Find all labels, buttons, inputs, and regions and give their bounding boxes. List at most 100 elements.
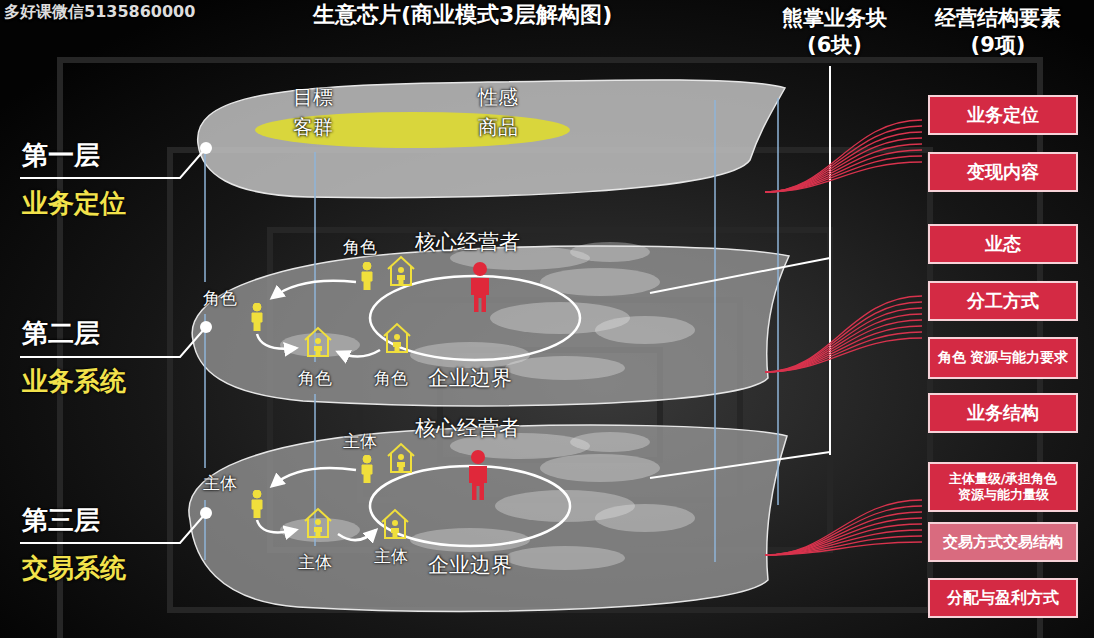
person-figure [362,455,372,483]
fan-line [765,302,922,372]
leader-line [20,327,206,357]
ellipse-text: 性感商品 [478,82,519,142]
guide-line [204,154,206,282]
layer-blob-fill [189,425,787,611]
inner-blob [280,333,360,357]
boundary-label: 企业边界 [428,553,512,578]
inner-blob [505,546,625,570]
flow-arrow [272,281,356,298]
fan-line [765,144,922,192]
party-label: 主体 [374,546,408,566]
fan-line [765,308,922,372]
layer-number: 第三层 [22,505,100,536]
box-label: 交易方式交易结构 [943,533,1063,552]
box-label: 业态 [985,233,1021,256]
fan-line [765,530,922,555]
fan-line [765,512,922,555]
enterprise-boundary [370,466,570,546]
flow-arrow [338,350,380,357]
fan-line [765,524,922,555]
column-header: 经营结构要素 (9项) [923,5,1073,60]
core-operator-label: 核心经营者 [415,230,520,255]
fan-line [765,500,922,555]
house-figure [384,324,410,352]
layer-blob: 第一层业务定位目標客群性感商品 [188,72,788,202]
role-label: 角色 [374,368,408,388]
leader-dot [200,321,212,333]
inner-blob [495,490,635,522]
leader-line [20,148,206,178]
inner-blob [570,432,650,452]
party-label: 主体 [203,473,237,493]
flow-arrow [257,334,296,349]
flow-arrow [272,468,356,486]
fan-line [765,326,922,372]
layer-dots [200,142,212,519]
boundary-label: 企业边界 [428,366,512,391]
house-figure [382,510,408,538]
element-box: 分工方式 [928,281,1078,321]
boundary-ellipses [370,276,580,546]
element-box: 角色 资源与能力要求 [928,337,1078,379]
box-label: 分配与盈利方式 [947,588,1059,608]
inner-blob [505,356,625,380]
vertical-guides [205,98,778,562]
element-box: 变现内容 [928,152,1078,192]
guide-line [314,152,316,362]
person-figure [252,303,262,331]
fan-line [765,320,922,372]
fan-line [765,126,922,192]
element-box: 分配与盈利方式 [928,578,1078,618]
leader-line [20,513,206,543]
leader-dot [200,142,212,154]
fan-line [765,132,922,192]
layer-leaders [20,66,830,543]
core-operator-figure [469,450,487,500]
inner-blobs [280,242,695,570]
layer-blob-fill [198,80,785,198]
column-header: 熊掌业务块 (6块) [772,5,897,60]
layer-number: 第一层 [22,140,100,171]
house-figure [388,444,414,472]
fan-line [765,332,922,372]
fan-line [765,162,922,192]
party-label: 主体 [343,431,377,451]
diagram-title: 生意芯片(商业模式3层解构图) [313,2,612,28]
box-label: 角色 资源与能力要求 [938,349,1069,367]
watermark: 多好课微信5135860000 [4,2,195,21]
person-figure [362,262,372,290]
fan-line [765,296,922,372]
element-box: 业务结构 [928,393,1078,433]
inner-blob [280,518,360,542]
tunnel-frames [60,60,1040,638]
leader-line [829,66,831,455]
inner-blob [595,316,695,344]
layer-number: 第二层 [22,318,100,349]
element-box: 业态 [928,224,1078,264]
fan-line [765,338,922,372]
fan-line [765,156,922,192]
house-figure [305,328,331,356]
enterprise-boundary [370,276,580,360]
layer-title: 业务定位 [22,188,126,219]
box-label: 主体量级/承担角色 资源与能力量级 [937,471,1069,504]
layer-blob-fill [192,246,789,406]
role-label: 角色 [298,368,332,388]
inner-blob [570,242,650,262]
element-box: 交易方式交易结构 [928,522,1078,562]
fan-line [765,150,922,192]
flow-arrows [257,281,380,540]
flow-arrow [257,520,296,532]
inner-blob [540,454,660,482]
ellipse-text: 目標客群 [293,82,334,142]
role-label: 角色 [203,288,237,308]
inner-blob [595,504,695,532]
fan-line [765,138,922,192]
role-figures [252,257,414,538]
inner-blob [490,302,630,334]
fan-line [765,506,922,555]
fan-line [765,314,922,372]
inner-blob [410,528,530,552]
house-figure [388,257,414,285]
